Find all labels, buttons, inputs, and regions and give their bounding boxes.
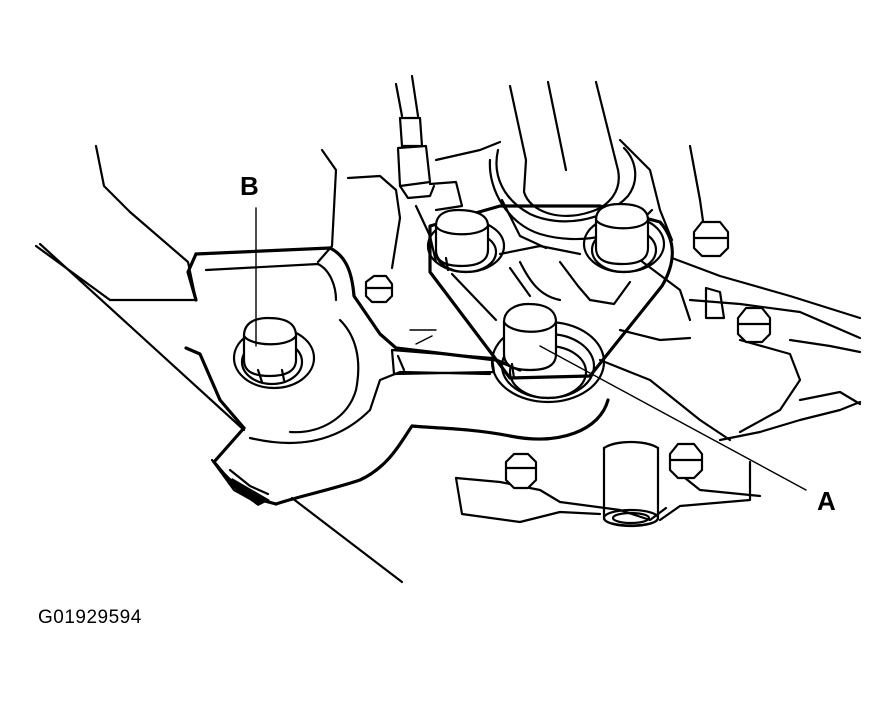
dowel-pipe — [602, 440, 660, 528]
case-bolt-4 — [504, 452, 538, 490]
case-bolt-2 — [692, 220, 730, 258]
bolt-b — [232, 316, 316, 390]
bolt-a-center — [490, 302, 606, 404]
case-bolt-1 — [364, 274, 394, 304]
callout-label-b: B — [240, 171, 259, 201]
bolt-a-top-left — [426, 208, 506, 274]
left-edge-lines — [34, 242, 404, 584]
case-bolt-5 — [668, 442, 704, 480]
figure-code: G01929594 — [38, 607, 142, 628]
case-bolt-3 — [736, 306, 772, 344]
mount-bracket — [184, 246, 610, 506]
bolt-a-top-right — [582, 202, 666, 274]
bolt-plate — [428, 204, 674, 380]
leader-line-a — [539, 345, 807, 491]
transmission-case — [94, 138, 862, 524]
drive-shaft — [488, 80, 654, 250]
callout-leaders — [255, 207, 807, 491]
callout-label-a: A — [817, 486, 836, 516]
